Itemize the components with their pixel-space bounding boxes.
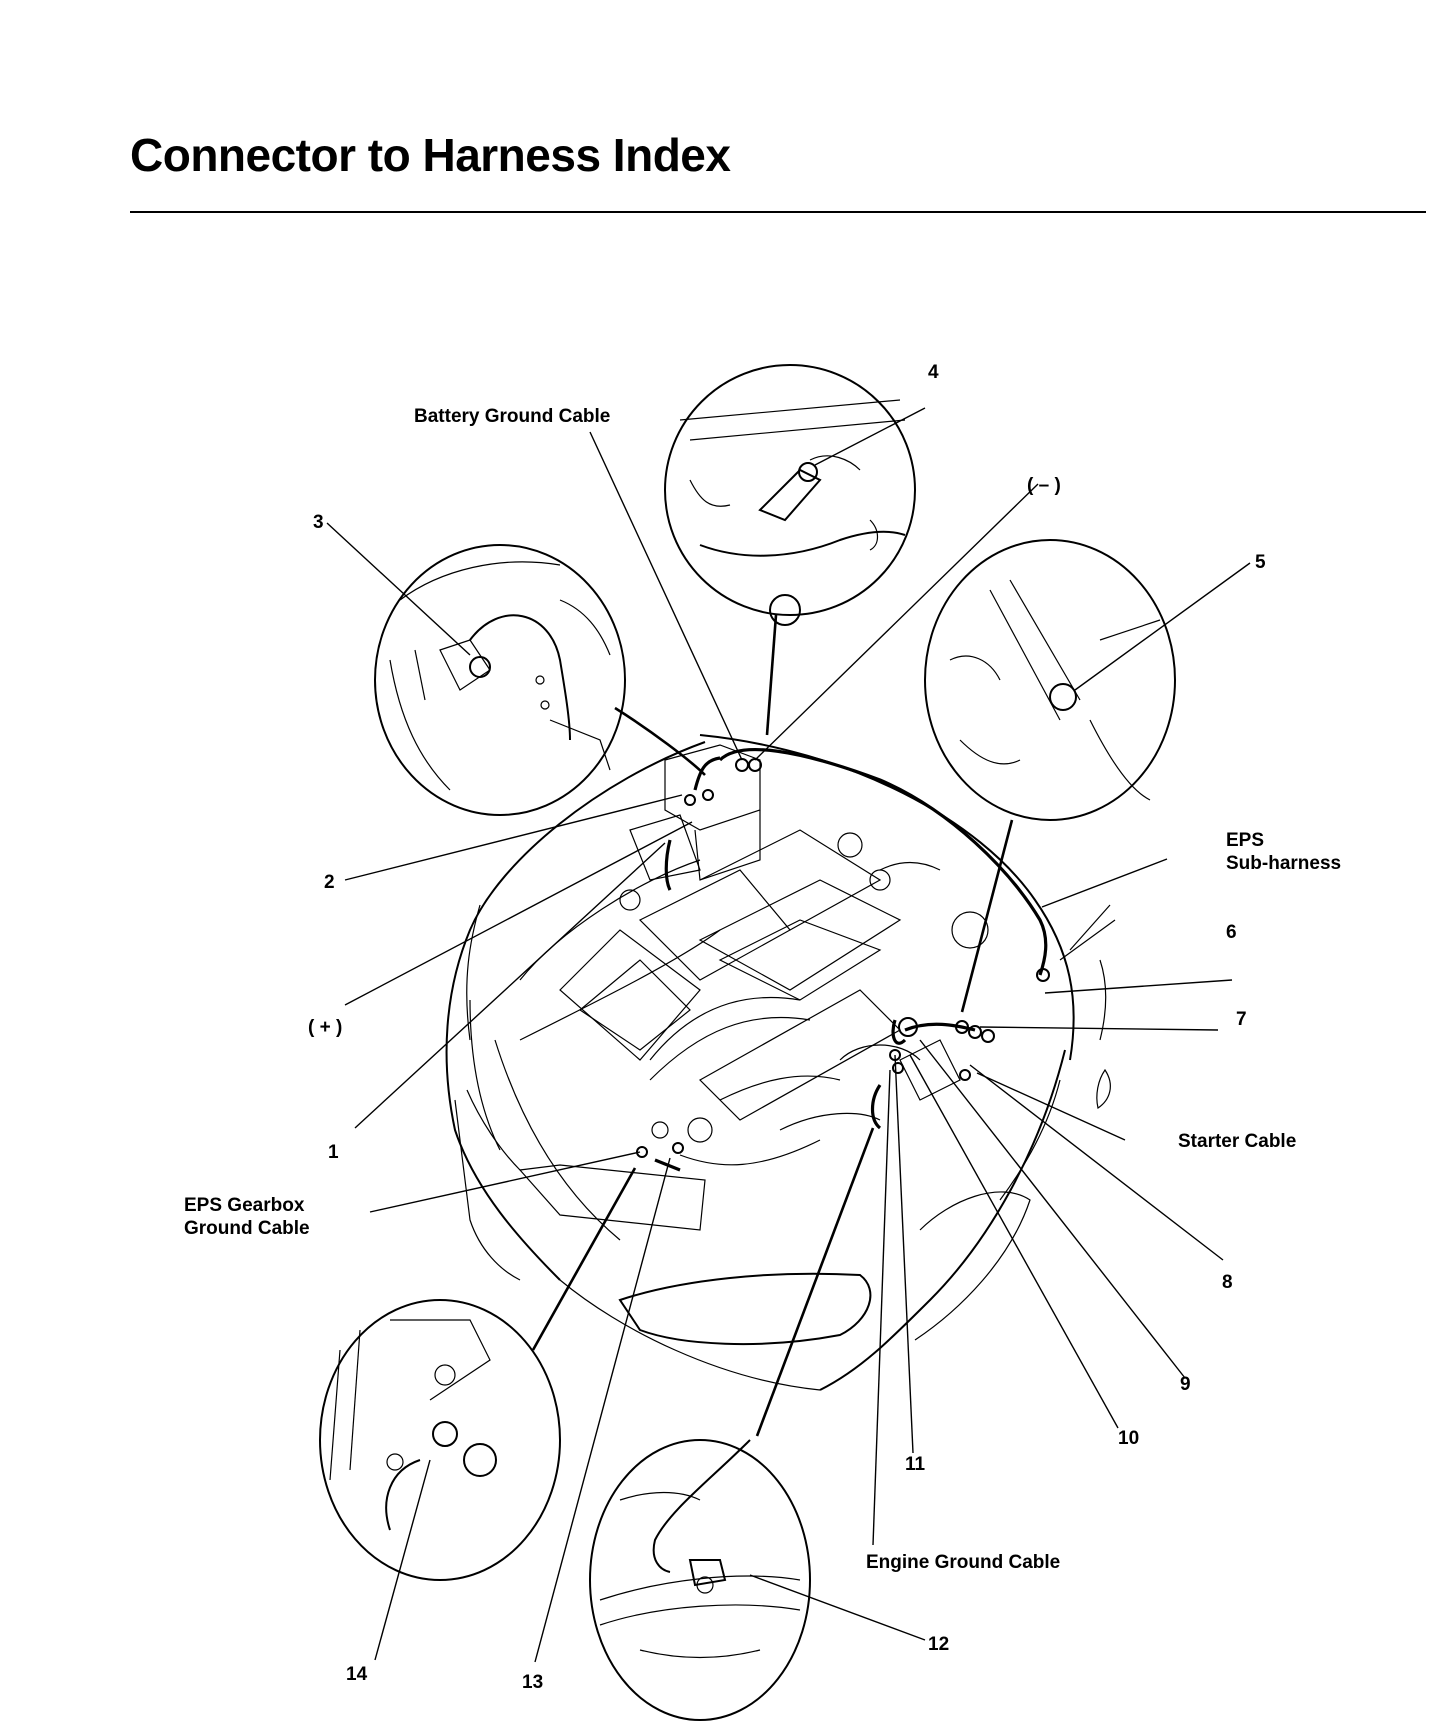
car-body-outline <box>445 734 1116 1391</box>
label-eps-gearbox-1: EPS Gearbox <box>184 1195 305 1216</box>
callout-10: 10 <box>1118 1428 1139 1449</box>
detail-circle-12 <box>589 1439 811 1721</box>
engine-bay-details <box>519 744 989 1143</box>
detail-circle-14 <box>319 1299 561 1581</box>
callout-12: 12 <box>928 1634 949 1655</box>
label-eps-sub-harness-1: EPS <box>1226 830 1264 851</box>
detail-pointers <box>531 614 1014 1437</box>
detail-circle-4 <box>664 364 916 626</box>
title-divider <box>130 211 1426 213</box>
terminal-markers <box>636 758 1050 1158</box>
label-eps-sub-harness-2: Sub-harness <box>1226 853 1341 874</box>
page-title: Connector to Harness Index <box>130 129 731 181</box>
label-eps-gearbox-2: Ground Cable <box>184 1218 310 1239</box>
callout-7: 7 <box>1236 1009 1247 1030</box>
callout-14: 14 <box>346 1664 368 1685</box>
label-positive-terminal: ( + ) <box>308 1017 342 1038</box>
label-engine-ground-cable: Engine Ground Cable <box>866 1552 1060 1573</box>
label-starter-cable: Starter Cable <box>1178 1131 1296 1152</box>
label-battery-ground-cable: Battery Ground Cable <box>414 406 610 427</box>
callout-6: 6 <box>1226 922 1237 943</box>
label-negative-terminal: ( – ) <box>1027 475 1061 496</box>
callout-3: 3 <box>313 512 324 533</box>
leader-lines <box>326 407 1251 1663</box>
callout-1: 1 <box>328 1142 339 1163</box>
callout-2: 2 <box>324 872 335 893</box>
detail-circle-3 <box>374 544 626 816</box>
callout-9: 9 <box>1180 1374 1191 1395</box>
callout-11: 11 <box>905 1454 926 1475</box>
callout-4: 4 <box>928 362 939 383</box>
cables <box>654 747 1048 1172</box>
detail-circle-5 <box>924 539 1176 821</box>
callout-13: 13 <box>522 1672 543 1693</box>
callout-8: 8 <box>1222 1272 1233 1293</box>
callout-5: 5 <box>1255 552 1266 573</box>
